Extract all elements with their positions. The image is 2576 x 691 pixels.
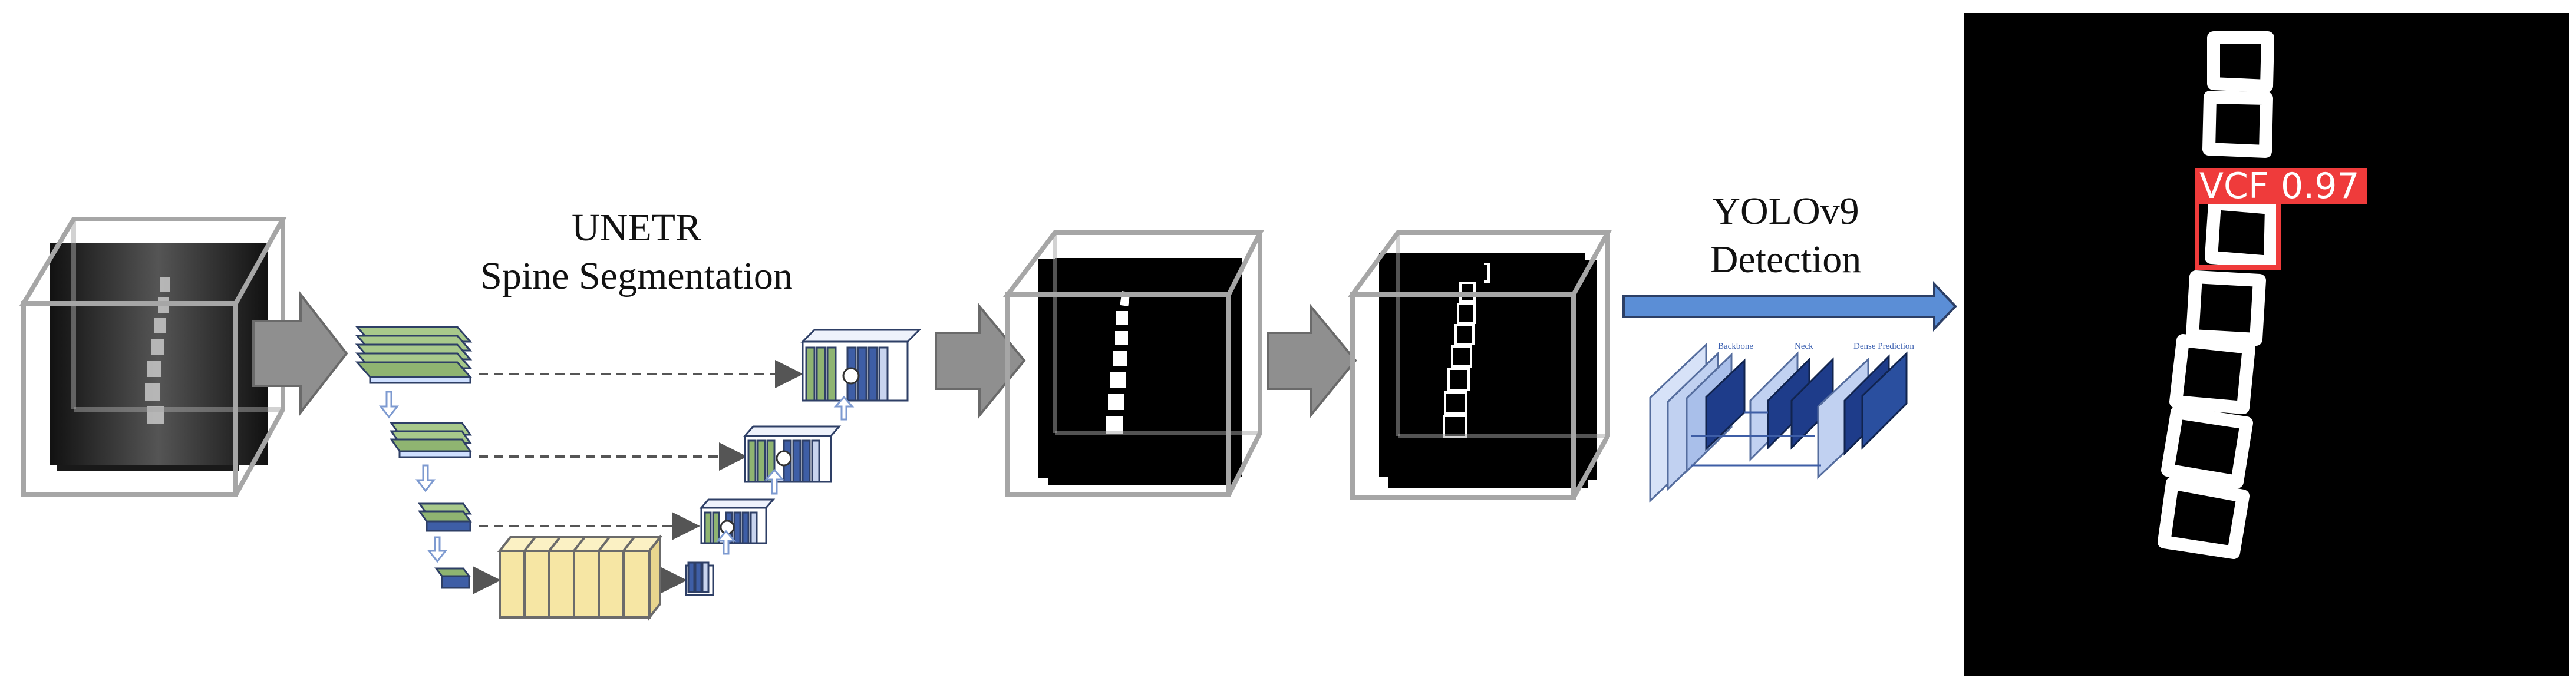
- unetr-network: [355, 326, 922, 621]
- vertebra-outline: [2158, 31, 2278, 559]
- yolo-title-line1: YOLOv9: [1712, 190, 1859, 233]
- encoder-stack-2: [390, 422, 472, 458]
- cube-icon: [19, 217, 287, 497]
- right-arrow-icon: [252, 291, 348, 416]
- yolo-architecture: Backbone Neck Dense Prediction: [1649, 342, 1914, 503]
- detection-class-label: VCF: [2199, 166, 2268, 207]
- detection-result-image: VCF 0.97: [1964, 13, 2569, 676]
- unetr-title-line1: UNETR: [572, 206, 701, 249]
- right-arrow-icon: [935, 303, 1026, 419]
- input-ct-volume: [19, 217, 287, 497]
- right-arrow-icon: [1267, 303, 1357, 419]
- unetr-title: UNETR Spine Segmentation: [448, 204, 825, 300]
- decoder-block-4: [800, 329, 922, 402]
- up-arrows: [715, 395, 855, 555]
- yolo-neck-label: Neck: [1795, 342, 1813, 351]
- cube-icon: [1348, 230, 1612, 500]
- decoder-block-1: [685, 561, 714, 596]
- detection-confidence: 0.97: [2281, 166, 2360, 207]
- yolo-head: [1817, 351, 1908, 480]
- encoder-stack-3: [418, 502, 472, 532]
- contour-volume: [1348, 230, 1612, 500]
- yolo-head-label: Dense Prediction: [1853, 342, 1914, 351]
- yolo-title: YOLOv9 Detection: [1638, 187, 1933, 284]
- vertebra-mask: [1106, 291, 1130, 434]
- down-arrows: [378, 391, 448, 563]
- decoder-block-2: [699, 498, 776, 544]
- yolo-backbone-label: Backbone: [1718, 342, 1753, 351]
- yolo-neck: [1749, 351, 1834, 462]
- skip-connections: [473, 360, 803, 594]
- encoder-stack-4: [434, 567, 471, 589]
- concat-icon: [720, 367, 860, 535]
- yolo-backbone: [1649, 342, 1746, 503]
- right-arrow-icon: [1622, 280, 1957, 332]
- decoder-block-3: [743, 425, 842, 483]
- unetr-title-line2: Spine Segmentation: [480, 254, 793, 297]
- yolo-connections: [1691, 411, 1821, 467]
- cube-icon: [1002, 230, 1264, 497]
- yolo-title-line2: Detection: [1710, 238, 1862, 281]
- detection-label-bg: [2195, 168, 2367, 204]
- transformer-bottleneck: [497, 534, 663, 621]
- segmentation-volume: [1002, 230, 1264, 497]
- encoder-stack-1: [355, 326, 473, 384]
